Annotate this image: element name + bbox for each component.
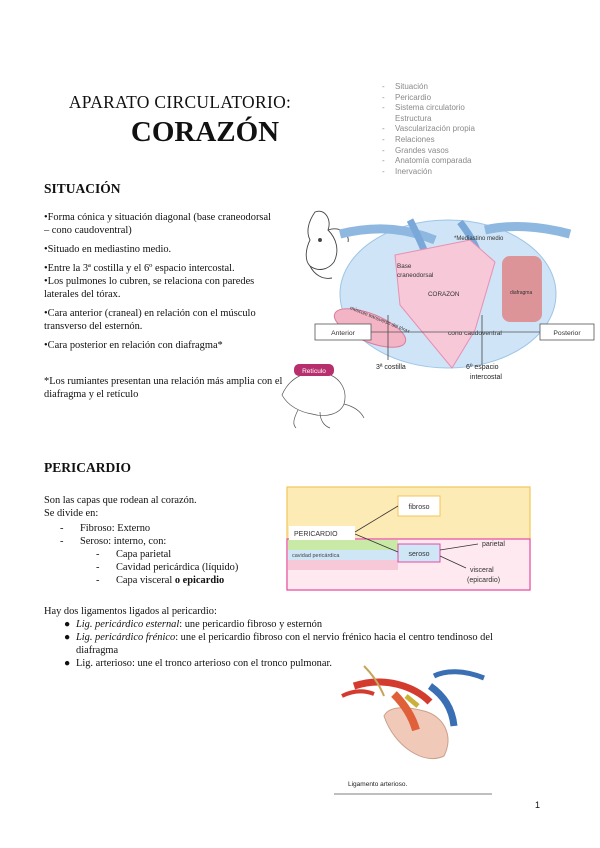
label-fibroso: fibroso [408, 504, 429, 511]
pericardio-intro-line: Se divide en: [44, 508, 99, 519]
list-item: -Seroso: interno, con: [60, 536, 167, 547]
label-cavidad: cavidad pericárdica [292, 553, 340, 559]
section-heading-situacion: SITUACIÓN [44, 181, 121, 196]
list-item: -Capa visceral o epicardio [96, 575, 225, 586]
list-item: -Cavidad pericárdica (líquido) [96, 562, 239, 573]
list-item: ● Lig. arterioso: une el tronco arterios… [64, 658, 332, 669]
page-number: 1 [534, 800, 540, 810]
pericardio-diagram: PERICARDIO cavidad pericárdica fibroso s… [286, 486, 531, 591]
list-item: -Capa parietal [96, 549, 172, 560]
ligamentos-section: Hay dos ligamentos ligados al pericardio… [44, 605, 494, 670]
label-visceral: visceral [470, 567, 494, 574]
bullet-icon: ● [64, 632, 71, 643]
label-parietal: parietal [482, 541, 505, 548]
label-base-line2: craneodorsal [397, 272, 433, 279]
label-pericardio: PERICARDIO [294, 531, 338, 538]
toc-item: -Inervación [382, 166, 432, 176]
toc-item: -Anatomía comparada [382, 156, 472, 166]
toc-item: -Pericardio [382, 92, 432, 102]
label-base-line1: Base [397, 263, 412, 270]
parietal-band [288, 540, 398, 550]
situacion-text: •Forma cónica y situación diagonal (base… [44, 211, 276, 352]
pulmonary-trunk-illustration [427, 683, 458, 727]
pericardio-layers-list: -Fibroso: Externo -Seroso: interno, con:… [44, 522, 304, 587]
label-espacio-line1: 6º espacio [466, 364, 499, 371]
label-espacio-line2: intercostal [470, 374, 502, 381]
toc-item: Estructura [395, 113, 432, 123]
connector-line [439, 555, 467, 569]
toc-item: -Grandes vasos [382, 145, 449, 155]
label-reticulo: Retículo [302, 368, 326, 375]
situacion-bullet: •Situado en mediastino medio. [44, 244, 172, 255]
ligamento-arterioso-image: Ligamento arterioso. [334, 656, 494, 796]
label-posterior: Posterior [553, 330, 581, 337]
label-anterior: Anterior [331, 330, 356, 337]
ligament-illustration [404, 694, 420, 708]
pericardio-label-box [289, 526, 355, 540]
bullet-icon: ● [64, 619, 71, 630]
document-title: CORAZÓN [130, 116, 280, 148]
connector-line [439, 543, 479, 551]
visceral-band [288, 560, 398, 570]
image-caption: Ligamento arterioso. [348, 781, 407, 788]
label-mediastino: *Mediastino medio [454, 236, 504, 242]
label-diafragma: diafragma [510, 290, 532, 296]
section-heading-pericardio: PERICARDIO [44, 460, 132, 475]
situacion-note: *Los rumiantes presentan una relación má… [44, 376, 283, 400]
table-of-contents: -Situación -Pericardio -Sistema circulat… [382, 82, 475, 177]
cavidad-band [288, 550, 398, 560]
heart-shape [394, 239, 496, 369]
label-corazon: CORAZON [428, 291, 460, 298]
label-epicardio: (epicardio) [467, 577, 500, 584]
reticulo-badge [294, 364, 334, 376]
aorta-illustration [352, 678, 433, 705]
toc-item: -Sistema circulatorio [382, 103, 465, 113]
connector-line [354, 533, 399, 553]
diaphragm-shape [502, 256, 542, 322]
seroso-box [397, 543, 441, 563]
toc-item: -Vascularización propia [382, 124, 475, 134]
toc-item: -Relaciones [382, 134, 435, 144]
cow-body-sketch [281, 371, 365, 429]
bullet-icon: ● [64, 658, 71, 669]
list-item: ● Lig. pericárdico frénico: une el peric… [64, 632, 493, 656]
situacion-bullet: •Forma cónica y situación diagonal (base… [44, 212, 271, 236]
situacion-bullet: •Entre la 3ª costilla y el 6º espacio in… [44, 263, 235, 274]
label-costilla: 3ª costilla [376, 364, 406, 371]
list-item: ● Lig. pericárdico esternal: une pericar… [64, 619, 323, 630]
document-subtitle: APARATO CIRCULATORIO: [68, 92, 292, 112]
situacion-bullet: •Cara posterior en relación con diafragm… [44, 340, 223, 351]
heart-position-diagram: *Mediastino medio Base craneodorsal CORA… [281, 210, 595, 429]
ligamentos-intro: Hay dos ligamentos ligados al pericardio… [44, 606, 217, 617]
situacion-bullet: •Los pulmones lo cubren, se relaciona co… [44, 276, 255, 300]
label-cono: cono caudoventral [448, 330, 502, 337]
list-item: -Fibroso: Externo [60, 523, 151, 534]
label-seroso: seroso [408, 551, 429, 558]
connector-line [354, 505, 399, 533]
toc-item: -Situación [382, 82, 428, 91]
pericardio-intro-line: Son las capas que rodean al corazón. [44, 495, 197, 506]
situacion-bullet: •Cara anterior (craneal) en relación con… [44, 308, 256, 332]
cow-head-sketch [305, 210, 349, 279]
pericardio-intro: Son las capas que rodean al corazón. Se … [44, 494, 284, 520]
